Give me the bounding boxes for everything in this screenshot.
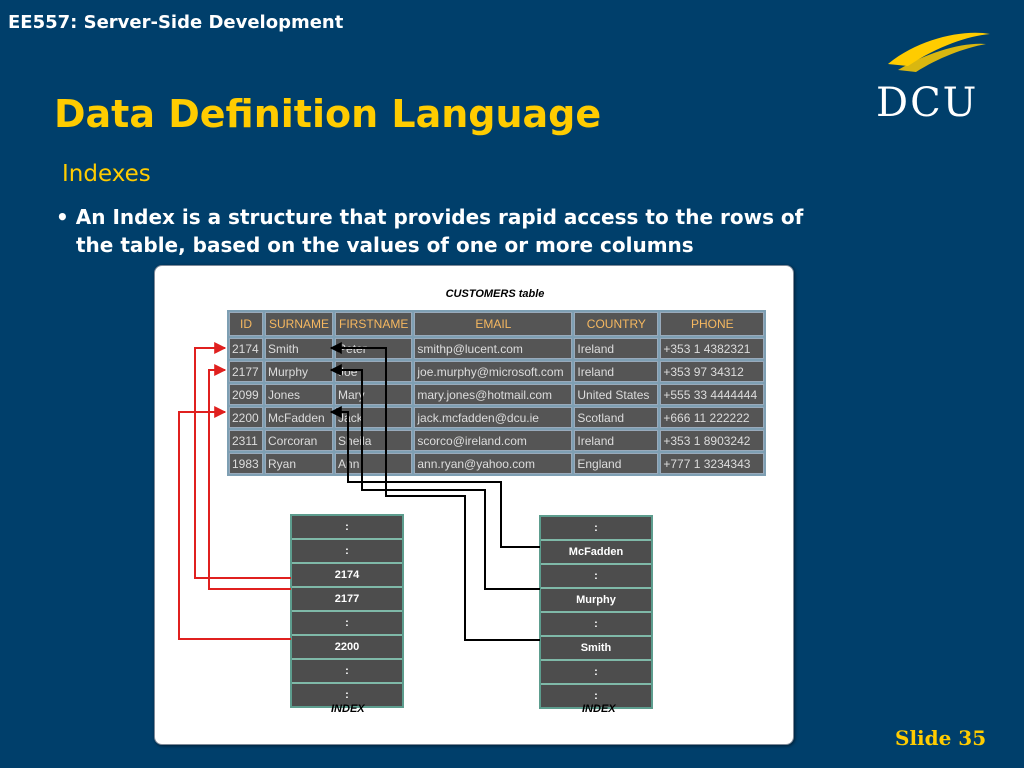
col-id: ID bbox=[229, 312, 263, 336]
customers-table: ID SURNAME FIRSTNAME EMAIL COUNTRY PHONE… bbox=[227, 310, 767, 476]
col-firstname: FIRSTNAME bbox=[335, 312, 413, 336]
cell: Sheila bbox=[335, 430, 413, 451]
index-id-caption: INDEX bbox=[331, 703, 365, 715]
cell: smithp@lucent.com bbox=[414, 338, 573, 359]
cell: +353 97 34312 bbox=[660, 361, 765, 382]
cell: Jack bbox=[335, 407, 413, 428]
index-entry: : bbox=[541, 613, 651, 637]
index-entry: : bbox=[541, 517, 651, 541]
index-id: : : 2174 2177 : 2200 : : bbox=[290, 514, 404, 708]
col-country: COUNTRY bbox=[574, 312, 659, 336]
index-surname-caption: INDEX bbox=[582, 703, 616, 715]
cell: Joe bbox=[335, 361, 413, 382]
cell: Ireland bbox=[574, 361, 659, 382]
cell: Murphy bbox=[265, 361, 334, 382]
index-entry: : bbox=[345, 689, 349, 701]
index-entry: : bbox=[594, 690, 598, 702]
table-row: 2177 Murphy Joe joe.murphy@microsoft.com… bbox=[229, 361, 765, 382]
index-entry: 2174 bbox=[292, 564, 402, 588]
cell: 1983 bbox=[229, 453, 263, 474]
cell: 2200 bbox=[229, 407, 263, 428]
bullet-line-2: the table, based on the values of one or… bbox=[76, 233, 694, 257]
course-title: EE557: Server-Side Development bbox=[8, 12, 344, 33]
cell: Ireland bbox=[574, 430, 659, 451]
bullet-marker: • bbox=[56, 205, 69, 229]
cell: 2311 bbox=[229, 430, 263, 451]
col-phone: PHONE bbox=[660, 312, 765, 336]
cell: joe.murphy@microsoft.com bbox=[414, 361, 573, 382]
cell: Mary bbox=[335, 384, 413, 405]
index-entry: Smith bbox=[541, 637, 651, 661]
cell: mary.jones@hotmail.com bbox=[414, 384, 573, 405]
index-entry: 2200 bbox=[292, 636, 402, 660]
col-email: EMAIL bbox=[414, 312, 573, 336]
cell: +777 1 3234343 bbox=[660, 453, 765, 474]
cell: Jones bbox=[265, 384, 334, 405]
table-row: 1983 Ryan Ann ann.ryan@yahoo.com England… bbox=[229, 453, 765, 474]
index-entry: 2177 bbox=[292, 588, 402, 612]
cell: 2099 bbox=[229, 384, 263, 405]
cell: jack.mcfadden@dcu.ie bbox=[414, 407, 573, 428]
index-entry: McFadden bbox=[541, 541, 651, 565]
cell: Ryan bbox=[265, 453, 334, 474]
table-row: 2311 Corcoran Sheila scorco@ireland.com … bbox=[229, 430, 765, 451]
table-row: 2200 McFadden Jack jack.mcfadden@dcu.ie … bbox=[229, 407, 765, 428]
arrow-2174 bbox=[194, 342, 291, 579]
cell: +666 11 222222 bbox=[660, 407, 765, 428]
table-caption: CUSTOMERS table bbox=[445, 288, 545, 300]
cell: Corcoran bbox=[265, 430, 334, 451]
cell: scorco@ireland.com bbox=[414, 430, 573, 451]
table-row: 2174 Smith Peter smithp@lucent.com Irela… bbox=[229, 338, 765, 359]
table-header-row: ID SURNAME FIRSTNAME EMAIL COUNTRY PHONE bbox=[229, 312, 765, 336]
logo-text: DCU bbox=[876, 80, 978, 124]
cell: Ann bbox=[335, 453, 413, 474]
arrow-2177 bbox=[208, 364, 291, 590]
index-entry: Murphy bbox=[541, 589, 651, 613]
index-entry: : bbox=[292, 540, 402, 564]
cell: United States bbox=[574, 384, 659, 405]
cell: Ireland bbox=[574, 338, 659, 359]
logo-swoosh-icon bbox=[888, 32, 990, 66]
cell: 2177 bbox=[229, 361, 263, 382]
dcu-logo: DCU bbox=[876, 32, 990, 124]
slide-number: Slide 35 bbox=[895, 726, 987, 750]
arrow-smith bbox=[329, 342, 540, 641]
index-entry: : bbox=[541, 565, 651, 589]
arrow-2200 bbox=[178, 406, 291, 640]
cell: ann.ryan@yahoo.com bbox=[414, 453, 573, 474]
index-entry: : bbox=[541, 661, 651, 685]
index-entry: : bbox=[292, 612, 402, 636]
cell: Scotland bbox=[574, 407, 659, 428]
slide-subtitle: Indexes bbox=[62, 161, 151, 187]
cell: 2174 bbox=[229, 338, 263, 359]
arrow-murphy bbox=[329, 364, 540, 590]
cell: +555 33 4444444 bbox=[660, 384, 765, 405]
bullet-point: • An Index is a structure that provides … bbox=[56, 203, 956, 259]
bullet-line-1: An Index is a structure that provides ra… bbox=[75, 205, 804, 229]
index-entry: : bbox=[292, 660, 402, 684]
cell: +353 1 8903242 bbox=[660, 430, 765, 451]
slide-title: Data Definition Language bbox=[54, 92, 602, 136]
cell: +353 1 4382321 bbox=[660, 338, 765, 359]
index-diagram: CUSTOMERS table ID SURNAME FIRSTNAME EMA… bbox=[154, 265, 794, 745]
cell: England bbox=[574, 453, 659, 474]
index-entry: : bbox=[292, 516, 402, 540]
index-surname: : McFadden : Murphy : Smith : : bbox=[539, 515, 653, 709]
pointer-arrows bbox=[178, 342, 540, 641]
arrow-mcfadden bbox=[329, 406, 540, 548]
table-row: 2099 Jones Mary mary.jones@hotmail.com U… bbox=[229, 384, 765, 405]
col-surname: SURNAME bbox=[265, 312, 334, 336]
